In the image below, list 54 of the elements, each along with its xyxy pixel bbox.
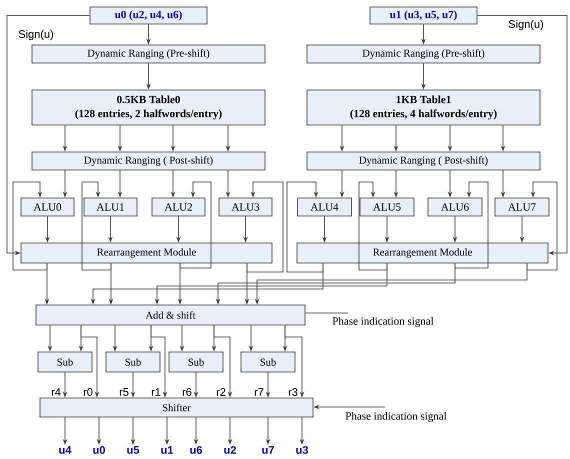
module-box: Rearrangement Module (296, 242, 548, 264)
alu-box: ALU0 (20, 198, 74, 216)
output-label: u6 (190, 446, 202, 454)
edge-label: r3 (288, 388, 298, 396)
arrow (286, 182, 324, 272)
alu-box: ALU7 (494, 198, 550, 216)
table-box: 1KB Table1 (128 entries, 4 halfwords/entry) (306, 90, 540, 126)
edge-label: r7 (254, 388, 264, 396)
arrow (82, 182, 112, 270)
output-label: u1 (161, 446, 174, 454)
output-label: u4 (59, 446, 72, 454)
arrow (477, 15, 568, 256)
alu-box: ALU4 (297, 198, 352, 216)
process-box: Dynamic Ranging (Pre-shift) (306, 44, 540, 64)
arrow (358, 182, 388, 270)
module-box: Rearrangement Module (20, 242, 272, 264)
edge-label: r2 (216, 388, 226, 396)
edge-label: Phase indication signal (332, 316, 434, 328)
arrow (180, 182, 212, 268)
output-label: u5 (127, 446, 140, 454)
alu-box: ALU3 (218, 198, 272, 216)
module-box: Shifter (40, 398, 314, 418)
arrow (526, 182, 558, 270)
edge-label: Phase indication signal (344, 412, 448, 422)
sub-box: Sub (240, 352, 296, 372)
process-box: Dynamic Ranging ( Post-shift) (32, 152, 266, 170)
input-box: u1 (u3, u5, u7) (370, 6, 478, 24)
module-box: Add & shift (36, 304, 306, 326)
edge-label: r4 (50, 388, 62, 396)
table-box: 0.5KB Table0 (128 entries, 2 halfwords/entry) (32, 90, 266, 126)
output-label: u2 (224, 446, 236, 454)
alu-box: ALU5 (360, 198, 414, 216)
arrow (12, 182, 48, 270)
edge-label: r0 (82, 388, 94, 396)
input-box: u0 (u2, u4, u6) (90, 6, 208, 24)
alu-box: ALU1 (84, 198, 138, 216)
process-box: Dynamic Ranging ( Post-shift) (306, 152, 540, 170)
arrow (454, 182, 488, 268)
edge-label: Sign(u) (508, 19, 544, 31)
sub-box: Sub (106, 352, 160, 372)
signal-line (305, 312, 348, 314)
process-box: Dynamic Ranging (Pre-shift) (32, 44, 266, 64)
output-label: u3 (296, 446, 308, 454)
output-label: u7 (262, 446, 274, 454)
sub-box: Sub (38, 352, 92, 372)
edge-label: r1 (150, 388, 162, 396)
arrow (246, 182, 284, 272)
alu-box: ALU6 (428, 198, 482, 216)
alu-box: ALU2 (152, 198, 206, 216)
edge-label: r6 (182, 388, 192, 396)
edge-label: Sign(u) (18, 29, 54, 41)
sub-box: Sub (168, 352, 224, 372)
output-label: u0 (93, 446, 105, 454)
edge-label: r5 (118, 388, 130, 396)
